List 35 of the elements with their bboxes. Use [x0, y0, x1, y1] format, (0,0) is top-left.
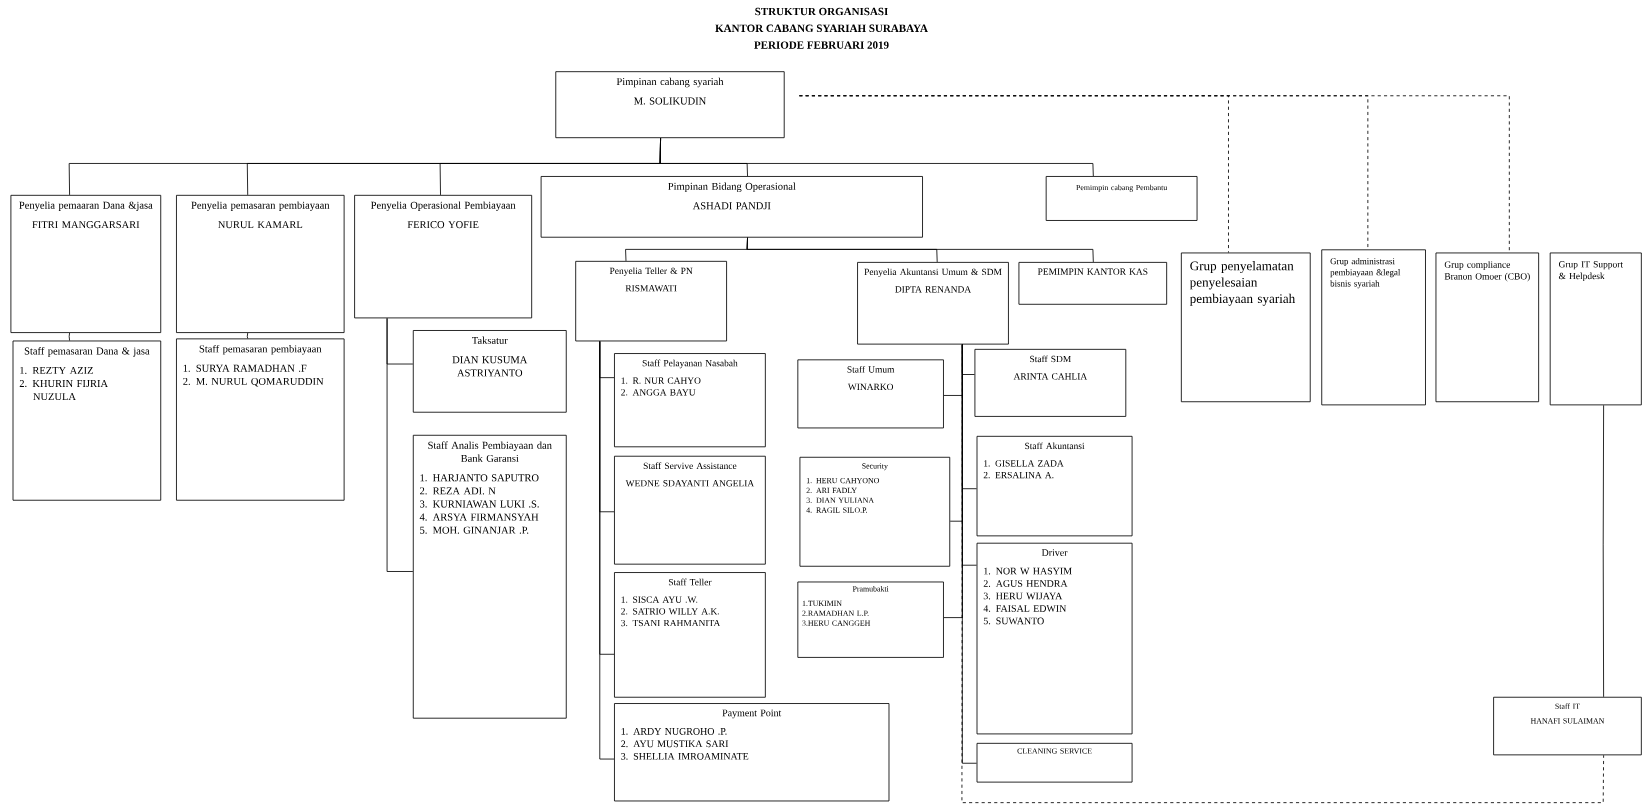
connector-line — [246, 332, 249, 339]
connector-line — [1602, 405, 1605, 698]
org-box: Driver 1. NOR W HASYIM 2. AGUS HENDRA 3. HERU WIJAYA 4. FAISAL EDWIN 5. SUWANTO — [976, 542, 1133, 735]
connector-line — [746, 237, 1094, 263]
connector-line — [659, 137, 1094, 177]
title: STRUKTUR ORGANISASI — [755, 7, 888, 16]
org-box: Payment Point 1. ARDY NUGROHO .P. 2. AYU MUSTIKA SARI 3. SHELLIA IMROAMINATE — [614, 703, 890, 802]
connector-line — [68, 332, 70, 342]
org-box: Grup compliance Branon Omoer (CBO) — [1435, 252, 1540, 403]
org-box: Taksatur DIAN KUSUMA ASTRIYANTO — [412, 330, 567, 413]
org-box: Staff pemasaran pembiayaan 1. SURYA RAMADHAN .F 2. M. NURUL QOMARUDDIN — [176, 338, 345, 501]
org-box: Staff Akuntansi 1. GISELLA ZADA 2. ERSALINA A. — [976, 436, 1133, 537]
org-box: Staff Analis Pembiayaan dan Bank Garansi 1. HARJANTO SAPUTRO 2. REZA ADI. N 3. KURNIAWAN LUKI .S. 4. ARSYA FIRMANSYAH 5. MOH. GINANJAR .P. — [412, 434, 567, 719]
org-box: Staff Teller 1. SISCA AYU .W. 2. SATRIO WILLY A.K. 3. TSANI RAHMANITA — [614, 572, 766, 698]
org-box: Penyelia Teller & PN RISMAWATI — [575, 261, 727, 342]
org-box: Staff Umum WINARKO — [797, 359, 944, 429]
org-box: Staff Servive Assistance WEDNE SDAYANTI ANGELIA — [614, 455, 766, 565]
org-box: Staff pemasaran Dana & jasa 1. REZTY AZIZ 2. KHURIN FIJRIA NUZULA — [12, 340, 162, 501]
org-box: Pimpinan cabang syariah M. SOLIKUDIN — [555, 71, 785, 139]
org-box: Penyelia pemaaran Dana &jasa FITRI MANGGARSARI — [10, 195, 162, 334]
org-box: Staff SDM ARINTA CAHLIA — [974, 349, 1127, 417]
org-box: Grup penyelamatan penyelesaian pembiayaan syariah — [1180, 252, 1311, 403]
org-box: Grup IT Support & Helpdesk — [1549, 252, 1642, 406]
dashed-connector-line — [961, 344, 1605, 804]
org-box: Grup administrasi pembiayaan &legal bisnis syariah — [1321, 249, 1426, 406]
title: KANTOR CABANG SYARIAH SURABAYA — [715, 24, 928, 33]
connector-line — [599, 341, 615, 760]
org-box: Staff Pelayanan Nasabah 1. R. NUR CAHYO 2. ANGGA BAYU — [614, 353, 766, 448]
org-box: PEMIMPIN KANTOR KAS — [1018, 262, 1168, 305]
org-box: Penyelia Akuntansi Umum & SDM DIPTA RENANDA — [857, 262, 1009, 345]
connector-line — [386, 318, 414, 572]
org-box: Pimpinan Bidang Operasional ASHADI PANDJI — [540, 176, 923, 238]
org-box: Penyelia pemasaran pembiayaan NURUL KAMARL — [176, 195, 345, 334]
org-box: Penyelia Operasional Pembiayaan FERICO YOFIE — [354, 195, 533, 319]
title: PERIODE FEBRUARI 2019 — [754, 41, 889, 49]
